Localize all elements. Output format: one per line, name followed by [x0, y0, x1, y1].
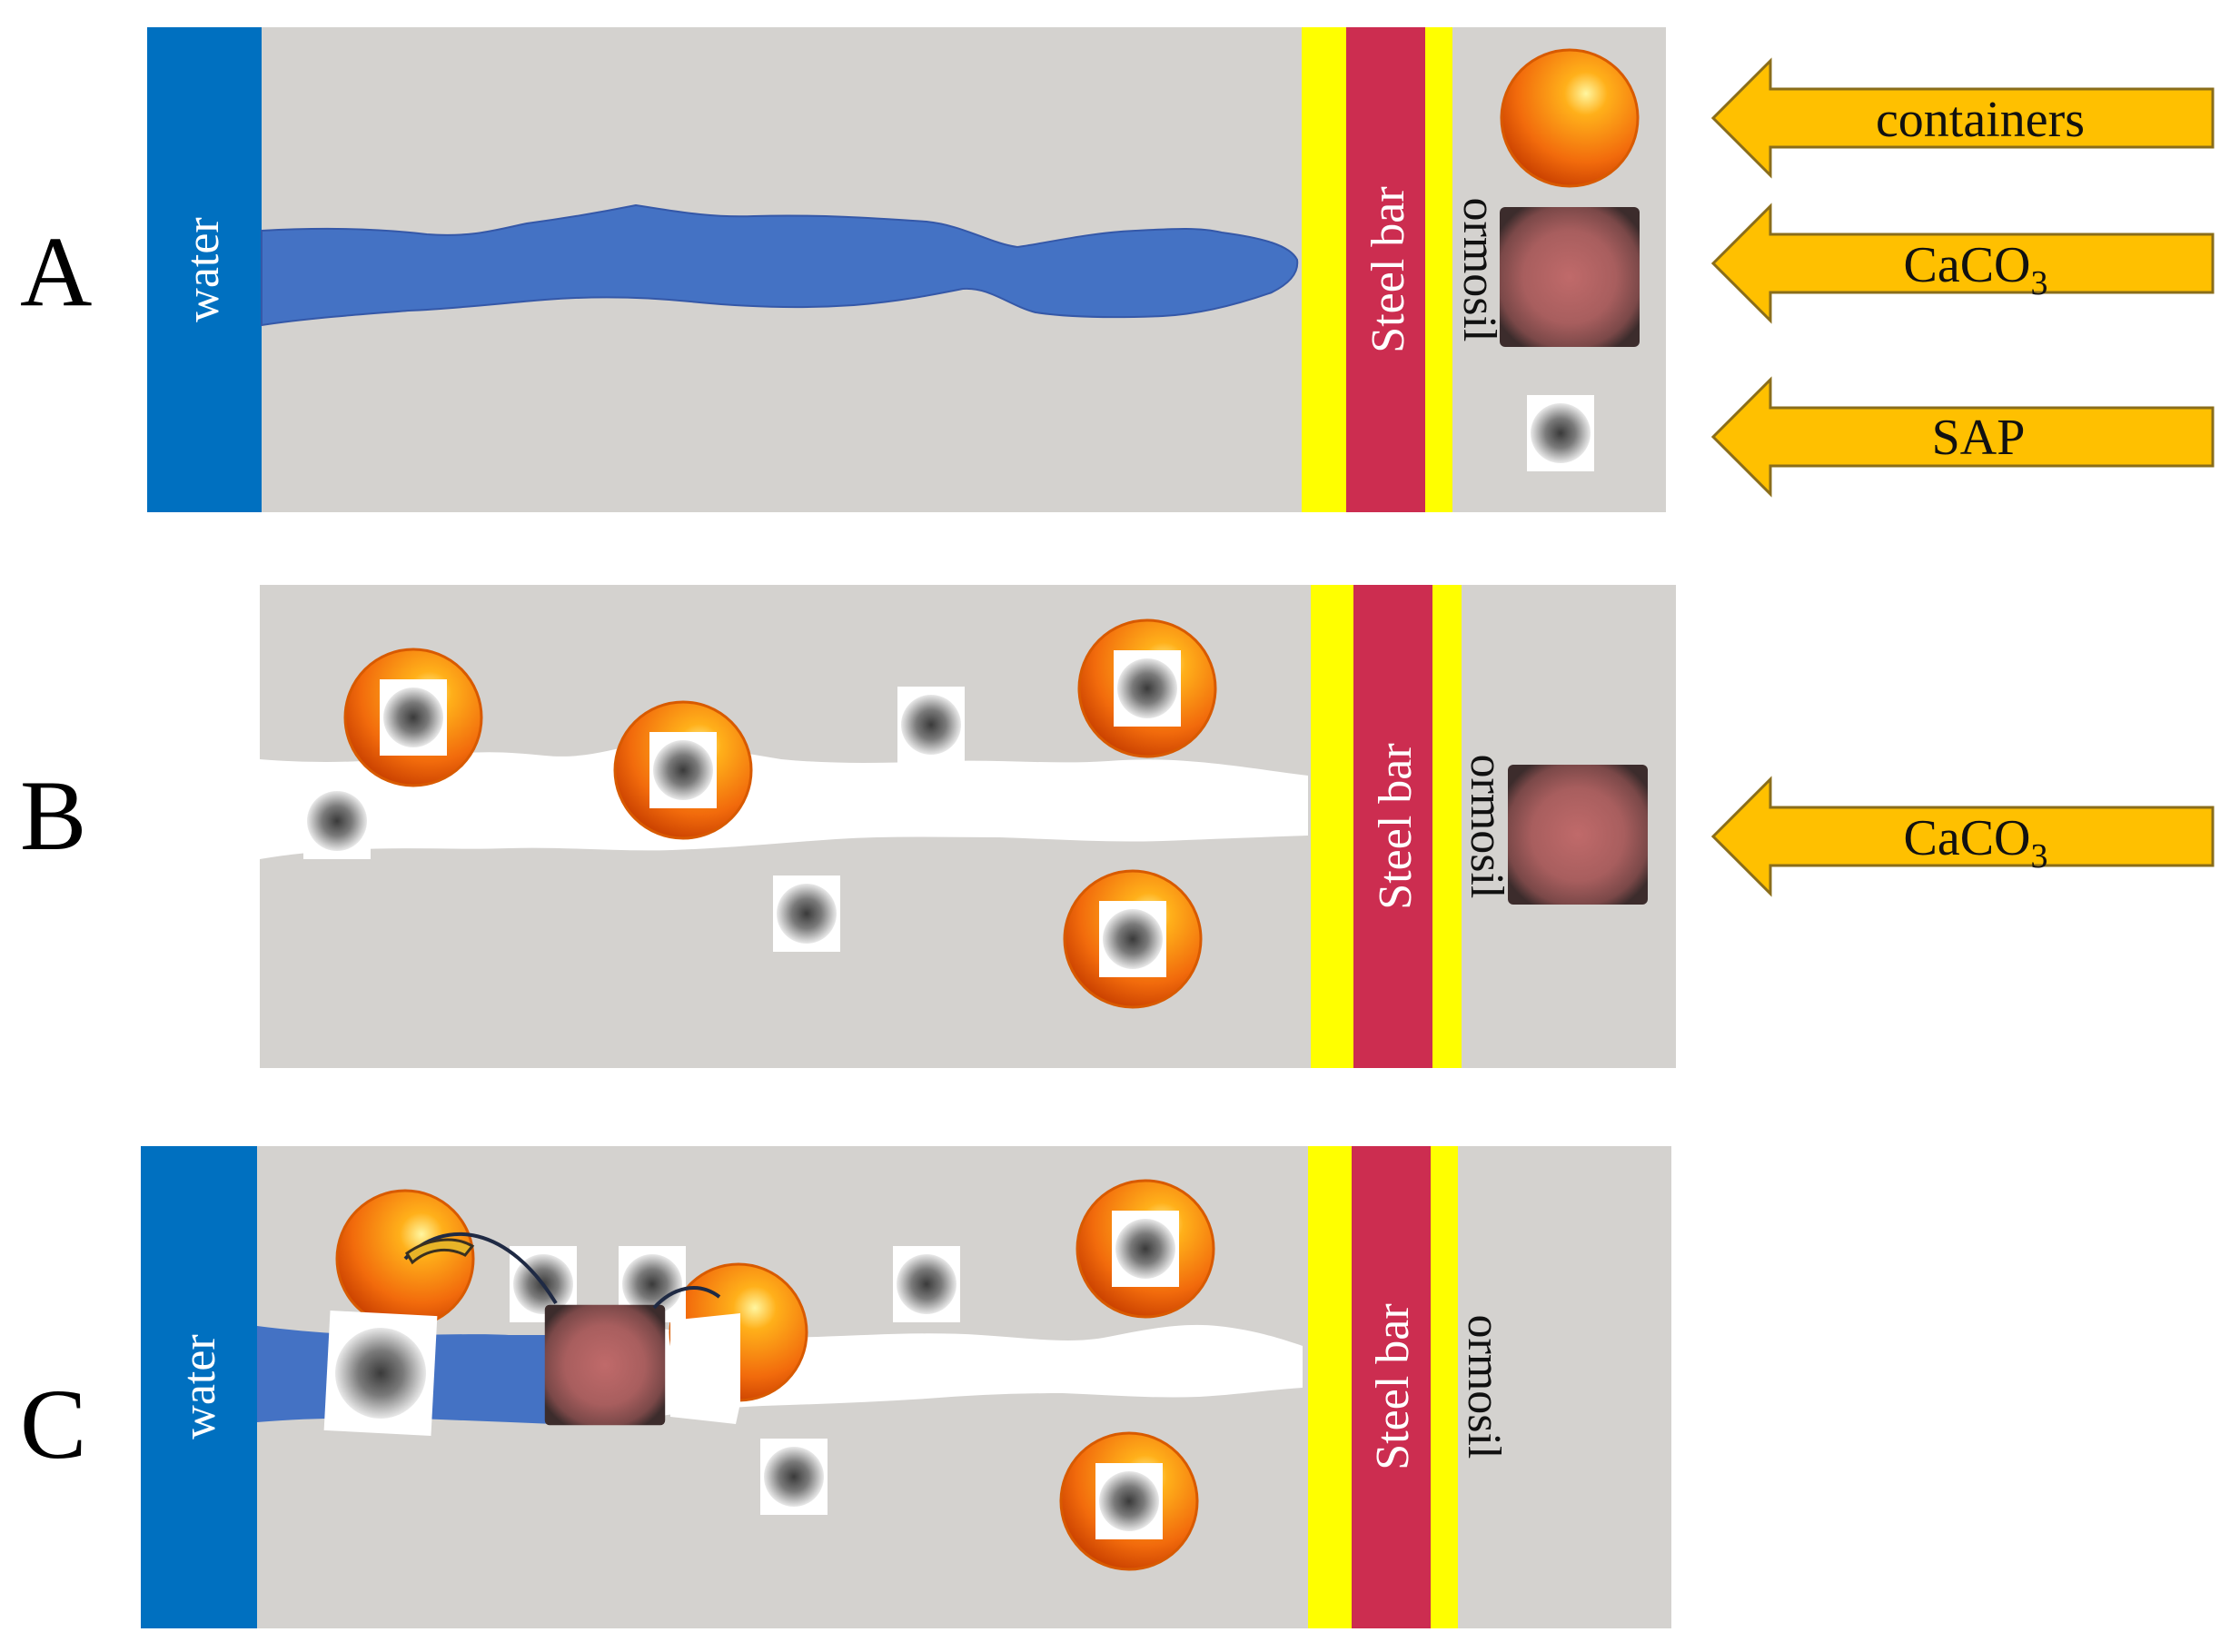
swollen-sap-particle [323, 1311, 438, 1436]
panel-c: C water Steel bar ormosil [20, 1146, 1671, 1628]
sap-particle-icon [893, 1246, 960, 1322]
arrow-label-containers: containers [1876, 92, 2085, 148]
caco3-text: CaCO [1904, 237, 2031, 293]
ormosil-coating-a-right [1425, 27, 1452, 512]
sap-particle-icon [649, 732, 717, 808]
sap-particle-icon [1527, 395, 1594, 471]
arrow-label-sap: SAP [1932, 410, 2026, 466]
ormosil-coating-c-right [1431, 1146, 1458, 1628]
steel-bar-label-a: Steel bar [1363, 186, 1414, 352]
panel-b: B Steel bar ormosil CaCO3 [20, 585, 2215, 1068]
release-arc-icon [405, 1238, 475, 1265]
panel-letter-a: A [20, 216, 92, 327]
sap-particle-icon [1114, 650, 1181, 727]
caco3-subscript: 3 [2031, 837, 2048, 875]
caco3-crystal-icon [544, 1304, 666, 1426]
steel-bar-b [1353, 585, 1432, 1068]
ormosil-coating-b-right [1432, 585, 1462, 1068]
water-bar-c [141, 1146, 257, 1628]
panel-letter-b: B [20, 760, 86, 871]
crack-empty-b [260, 743, 1308, 859]
ormosil-label-a: ormosil [1453, 198, 1505, 342]
sap-particle-icon [897, 687, 965, 763]
caco3-crystal-icon [1508, 765, 1648, 905]
release-arc-icon [652, 1286, 721, 1310]
arrow-label-caco3-b: CaCO3 [1904, 810, 2048, 875]
orange-sphere-icon [1500, 48, 1640, 188]
ormosil-coating-a-left [1302, 27, 1347, 512]
sap-particle-icon [773, 875, 840, 952]
panel-a: A water Steel bar ormosil containers CaC… [20, 27, 2215, 512]
steel-bar-a [1346, 27, 1425, 512]
ormosil-coating-b-left [1311, 585, 1353, 1068]
water-label-a: water [177, 217, 229, 321]
caco3-text: CaCO [1904, 810, 2031, 866]
water-label-c: water [173, 1334, 225, 1439]
ormosil-label-b: ormosil [1461, 755, 1512, 899]
sap-particle-icon [1099, 901, 1166, 977]
released-sap-fragment [670, 1313, 740, 1424]
sap-particle-icon [1095, 1463, 1163, 1539]
ormosil-label-c: ormosil [1458, 1315, 1510, 1459]
sap-particle-icon [380, 679, 447, 756]
sap-particle-icon [760, 1439, 828, 1515]
crack-water-a [261, 203, 1299, 327]
steel-bar-c [1352, 1146, 1431, 1628]
steel-bar-label-c: Steel bar [1367, 1303, 1419, 1469]
steel-bar-label-b: Steel bar [1370, 743, 1422, 909]
water-bar-a [147, 27, 262, 512]
sap-particle-icon [303, 783, 371, 859]
caco3-crystal-icon [1500, 207, 1640, 347]
ormosil-coating-c-left [1308, 1146, 1352, 1628]
crack-empty-c [654, 1324, 1303, 1417]
panel-letter-c: C [20, 1369, 86, 1479]
arrow-label-caco3-a: CaCO3 [1904, 237, 2048, 302]
caco3-subscript: 3 [2031, 264, 2048, 302]
sap-particle-icon [1112, 1211, 1179, 1287]
